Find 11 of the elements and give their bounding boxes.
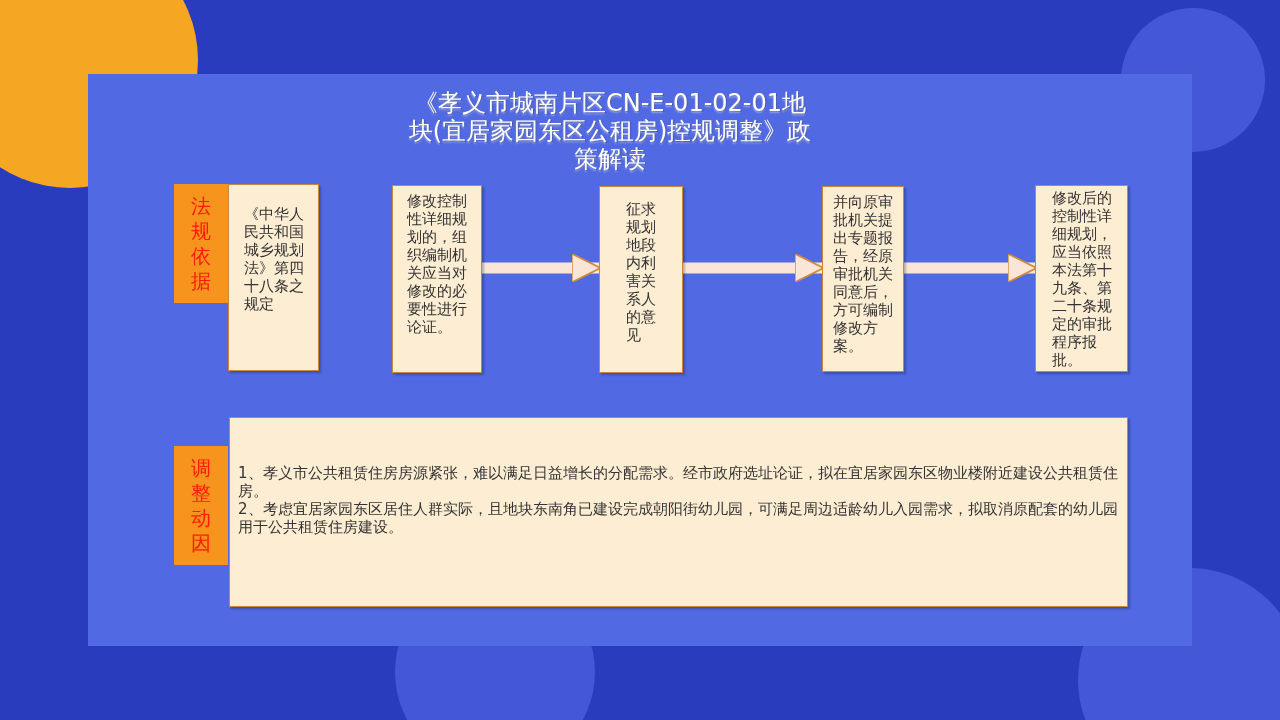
text-box: 修改后的控制性详细规划，应当依照本法第十九条、第二十条规定的审批程序报批。 [1035, 185, 1128, 372]
title: 《孝义市城南片区CN-E-01-02-01地块(宜居家园东区公租房)控规调整》政策解读 [408, 89, 812, 173]
paragraph: 1、孝义市公共租赁住房房源紧张，难以满足日益增长的分配需求。经市政府选址论证，拟在宜居家园东区物业楼附近建设公共租赁住房。 [238, 464, 1119, 500]
paragraph: 2、考虑宜居家园东区居住人群实际，且地块东南角已建设完成朝阳街幼儿园，可满足周边适龄幼儿入园需求，拟取消原配套的幼儿园用于公共租赁住房建设。 [238, 500, 1119, 536]
text-box: 修改控制性详细规划的，组织编制机关应当对修改的必要性进行论证。 [392, 185, 482, 373]
text-box: 《中华人民共和国城乡规划法》第四十八条之规定 [228, 184, 319, 371]
label-tab: 调整动因 [174, 446, 228, 565]
text-box: 征求规划地段内利害关系人的意见 [599, 186, 683, 373]
text-box [229, 417, 1128, 607]
label-tab: 法规依据 [174, 184, 228, 303]
text-box: 并向原审批机关提出专题报告，经原审批机关同意后，方可编制修改方案。 [822, 186, 904, 372]
